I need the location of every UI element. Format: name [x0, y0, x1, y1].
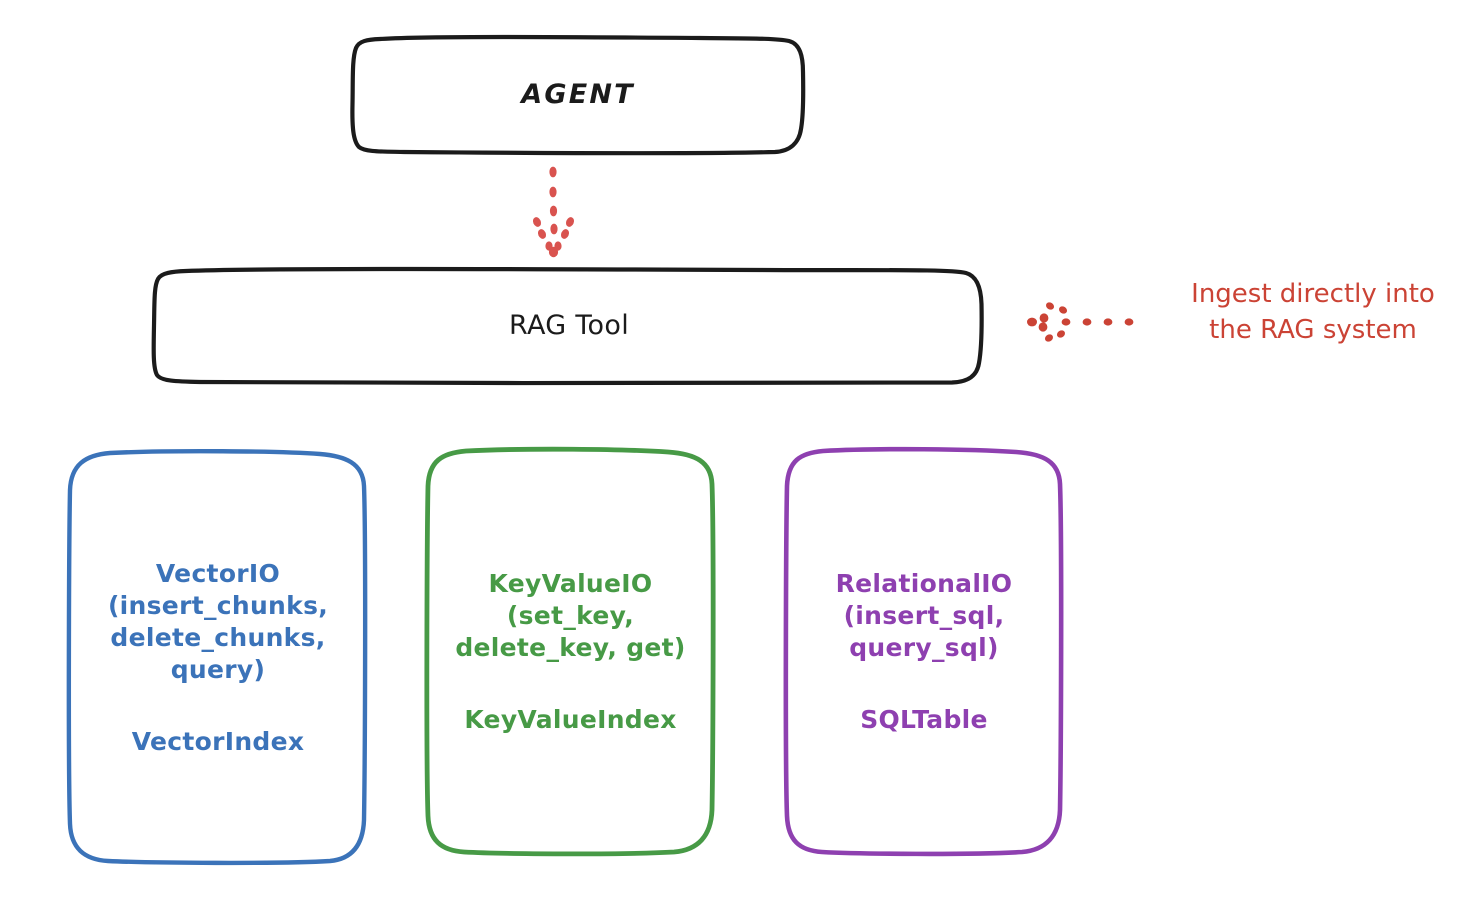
agent-node[interactable]: AGENT — [353, 38, 803, 153]
agent-box-outline — [350, 34, 806, 156]
vector-index-label: VectorIndex — [131, 726, 305, 756]
rag-tool-box-outline — [151, 266, 984, 386]
relationalio-box-outline — [783, 446, 1064, 857]
rag-tool-label: RAG Tool — [508, 310, 629, 342]
agent-label: AGENT — [521, 79, 635, 111]
relational-io-node[interactable]: RelationalIO (insert_sql, query_sql) SQL… — [787, 450, 1061, 853]
keyvalueio-box-outline — [424, 446, 716, 857]
ingest-to-rag-arrow — [1027, 302, 1134, 342]
vectorio-box-outline — [66, 448, 368, 866]
vector-io-node[interactable]: VectorIO (insert_chunks, delete_chunks, … — [70, 452, 366, 863]
key-value-io-api-label: KeyValueIO (set_key, delete_key, get) — [455, 568, 686, 662]
vector-io-api-label: VectorIO (insert_chunks, delete_chunks, … — [107, 558, 329, 684]
rag-tool-node[interactable]: RAG Tool — [155, 270, 983, 383]
agent-to-rag-arrow — [532, 166, 575, 258]
key-value-io-node[interactable]: KeyValueIO (set_key, delete_key, get) Ke… — [428, 450, 713, 853]
key-value-index-label: KeyValueIndex — [464, 704, 677, 734]
sql-table-label: SQLTable — [860, 704, 988, 734]
relational-io-api-label: RelationalIO (insert_sql, query_sql) — [835, 568, 1013, 662]
ingest-annotation-label: Ingest directly into the RAG system — [1191, 279, 1435, 345]
